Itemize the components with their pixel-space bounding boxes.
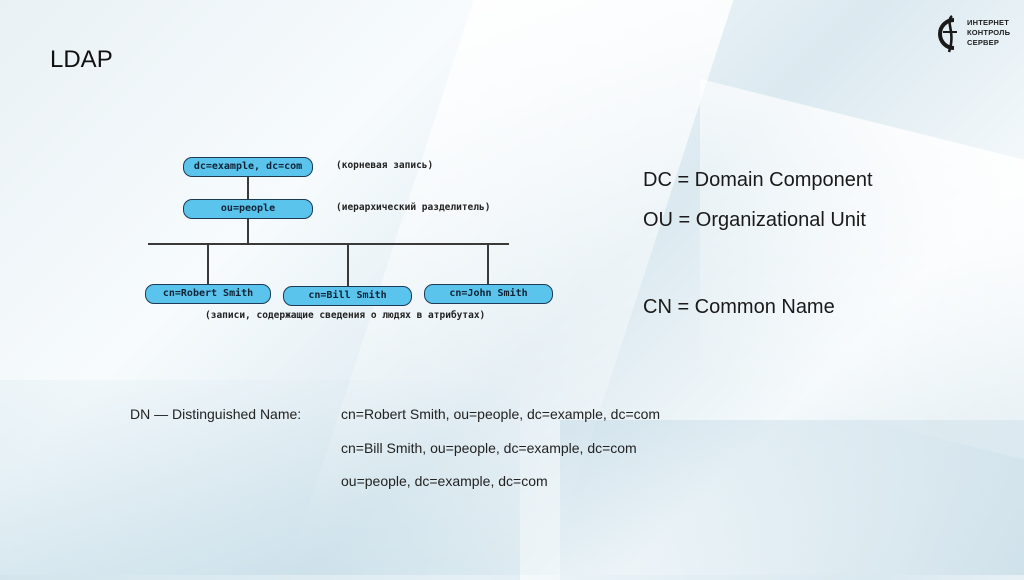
definition-dc: DC = Domain Component (643, 169, 873, 191)
connector-line (347, 244, 349, 286)
dn-example: ou=people, dc=example, dc=com (341, 473, 548, 489)
root-node: dc=example, dc=com (183, 157, 313, 177)
connector-bus (148, 243, 509, 245)
logo-text-line: СЕРВЕР (967, 38, 1000, 47)
leaf-node: cn=Robert Smith (145, 284, 271, 304)
definition-ou: OU = Organizational Unit (643, 209, 866, 231)
logo-text-line: КОНТРОЛЬ (967, 28, 1011, 37)
connector-line (247, 177, 249, 199)
leaf-node: cn=Bill Smith (283, 286, 412, 306)
leaf-node: cn=John Smith (424, 284, 553, 304)
leaves-note: (записи, содержащие сведения о людях в а… (205, 310, 486, 321)
dn-label: DN — Distinguished Name: (130, 406, 302, 422)
slide-title: LDAP (50, 46, 113, 73)
definition-cn: CN = Common Name (643, 296, 835, 318)
dn-example: cn=Robert Smith, ou=people, dc=example, … (341, 406, 661, 422)
connector-line (247, 218, 249, 244)
connector-line (487, 244, 489, 284)
logo-mark-icon (938, 15, 957, 53)
root-node-note: (корневая запись) (336, 160, 434, 171)
logo-text-line: ИНТЕРНЕТ (967, 18, 1009, 27)
connector-line (207, 244, 209, 284)
ou-node: ou=people (183, 199, 313, 219)
ou-node-note: (иерархический разделитель) (336, 202, 491, 213)
dn-example: cn=Bill Smith, ou=people, dc=example, dc… (341, 440, 637, 456)
brand-logo: ИНТЕРНЕТ КОНТРОЛЬ СЕРВЕР (932, 12, 1022, 56)
